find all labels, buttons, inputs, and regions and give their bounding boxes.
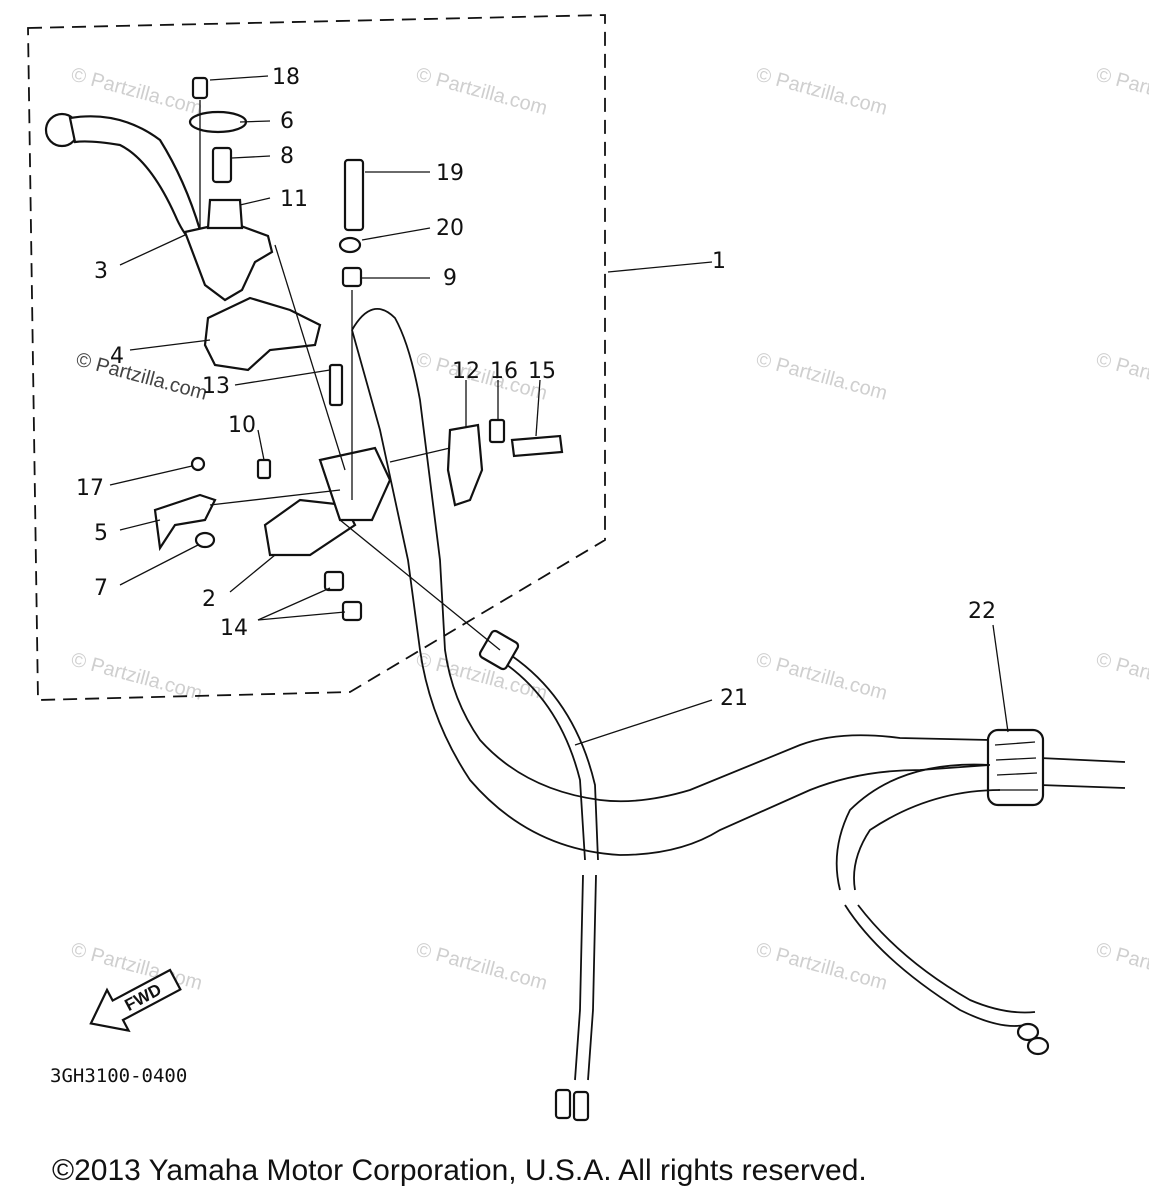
- clutch-lever: [44, 112, 274, 302]
- switch-housing: [835, 728, 1050, 1056]
- callout-21: 21: [720, 686, 748, 711]
- callout-6: 6: [280, 109, 294, 134]
- watermark: © Partzilla.com: [414, 939, 550, 995]
- callout-20: 20: [436, 216, 464, 241]
- diagram-code: 3GH3100-0400: [50, 1065, 187, 1087]
- callout-5: 5: [94, 521, 108, 546]
- watermark: © Partzilla.com: [1094, 649, 1149, 705]
- callout-13: 13: [202, 374, 230, 399]
- watermark: © Partzilla.com: [69, 939, 205, 995]
- watermark: © Partzilla.com: [69, 64, 205, 120]
- watermark: © Partzilla.com: [1094, 939, 1149, 995]
- callout-22: 22: [968, 599, 996, 624]
- handlebar: [351, 308, 1126, 856]
- leader-lines: [109, 75, 1009, 746]
- callout-8: 8: [280, 144, 294, 169]
- callout-16: 16: [490, 359, 518, 384]
- callout-11: 11: [280, 187, 308, 212]
- callout-9: 9: [443, 266, 457, 291]
- callout-19: 19: [436, 161, 464, 186]
- watermark: © Partzilla.com: [754, 64, 890, 120]
- watermark: © Partzilla.com: [754, 649, 890, 705]
- lever-bracket: [203, 296, 322, 372]
- callout-4: 4: [110, 344, 124, 369]
- callout-2: 2: [202, 587, 216, 612]
- callout-14: 14: [220, 616, 248, 641]
- callout-15: 15: [528, 359, 556, 384]
- callout-12: 12: [452, 359, 480, 384]
- watermark: © Partzilla.com: [1094, 64, 1149, 120]
- callout-labels: 1 2 3 4 5 6 7 8 9 10 11 12 13 14 15 16 1…: [76, 65, 996, 711]
- watermark: © Partzilla.com: [754, 939, 890, 995]
- watermark: © Partzilla.com: [414, 64, 550, 120]
- switch-body: [153, 363, 564, 622]
- callout-7: 7: [94, 576, 108, 601]
- watermark: © Partzilla.com: [1094, 349, 1149, 405]
- callout-18: 18: [272, 65, 300, 90]
- copyright-notice: ©2013 Yamaha Motor Corporation, U.S.A. A…: [52, 1154, 867, 1187]
- callout-3: 3: [94, 259, 108, 284]
- callout-1: 1: [712, 249, 726, 274]
- hardware-top: [188, 76, 365, 288]
- callout-10: 10: [228, 413, 256, 438]
- watermark: © Partzilla.com: [74, 349, 210, 405]
- callout-17: 17: [76, 476, 104, 501]
- watermark: © Partzilla.com: [754, 349, 890, 405]
